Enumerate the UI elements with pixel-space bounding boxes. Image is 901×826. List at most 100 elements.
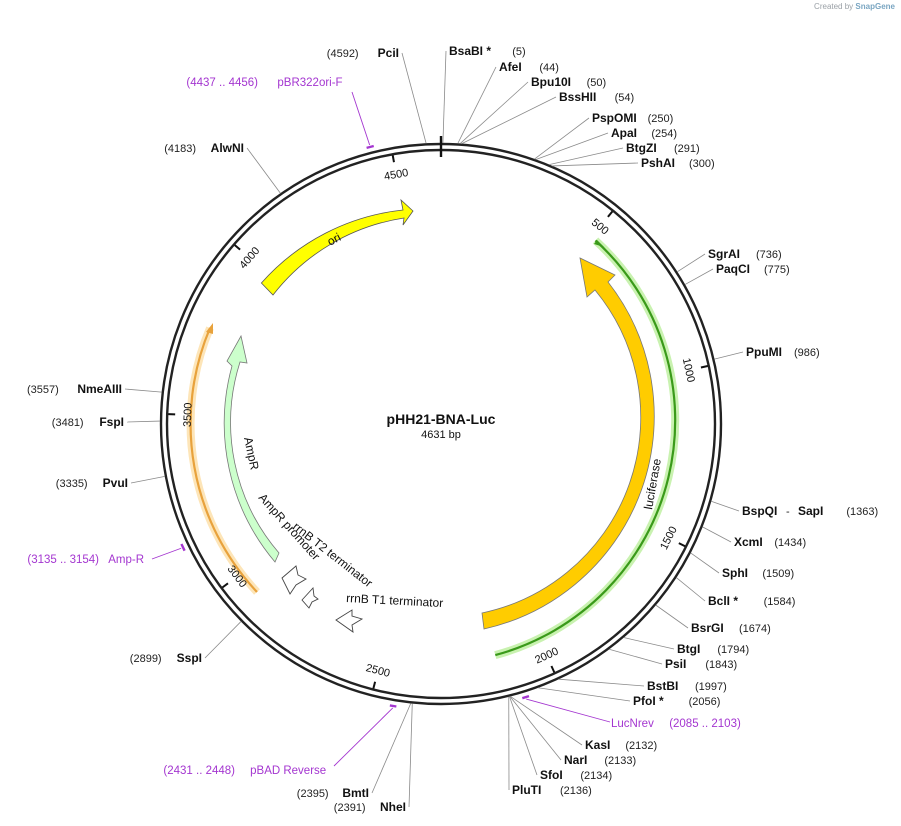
site-kasi[interactable]: KasI (2132)	[510, 696, 657, 752]
primer-range: (2431 .. 2448)	[163, 765, 235, 777]
site-leader-line	[684, 268, 714, 285]
site-name: NheI	[380, 800, 406, 814]
site-position: (2899)	[130, 653, 162, 665]
site-bcli[interactable]: BclI *(1584)	[676, 577, 796, 608]
luciferase-orf-arrowhead	[594, 240, 604, 247]
ampr-label: AmpR	[241, 436, 262, 472]
site-name: AfeI	[499, 60, 522, 74]
site-btgzi[interactable]: BtgZI(291)	[548, 141, 700, 166]
site-bmti[interactable]: BmtI(2395)	[297, 703, 412, 800]
site-leader-line	[690, 552, 720, 574]
primer-lucnrev[interactable]: LucNrev (2085 .. 2103)	[521, 694, 741, 730]
site-position: (300)	[689, 158, 715, 170]
site-pshai[interactable]: PshAI (300)	[552, 156, 715, 170]
site-name: XcmI	[734, 535, 763, 549]
rrnb-t1-terminator-label: rrnB T1 terminator	[346, 591, 444, 610]
site-sfoi[interactable]: SfoI(2134)	[509, 696, 612, 782]
primer-name: pBR322ori-F	[277, 77, 342, 89]
ampr-promoter-label: AmpR promoter	[256, 491, 323, 563]
tick-label: 3500	[182, 402, 195, 427]
primer-pbadreverse[interactable]: pBAD Reverse(2431 .. 2448)	[163, 704, 397, 777]
tick-label: 2500	[364, 662, 391, 680]
site-position: (1794)	[717, 644, 749, 656]
site-name: PaqCI	[716, 262, 750, 276]
site-name: SgrAI	[708, 247, 740, 261]
ori-label: ori	[325, 230, 343, 249]
site-position: (2391)	[334, 802, 366, 814]
site-position: (1584)	[764, 596, 796, 608]
site-pspomi[interactable]: PspOMI(250)	[534, 111, 673, 160]
site-bsabi[interactable]: BsaBI * (5)	[442, 44, 526, 144]
site-position: (44)	[539, 62, 559, 74]
site-name: BsaBI *	[449, 44, 491, 58]
site-pvui[interactable]: PvuI (3335)	[56, 476, 166, 490]
site-alwni[interactable]: AlwNI(4183)	[164, 141, 281, 194]
site-position: (2132)	[625, 740, 657, 752]
tick-label: 3000	[225, 563, 249, 590]
tick-mark	[607, 210, 614, 218]
site-leader-line	[510, 696, 583, 746]
site-leader-line	[548, 147, 624, 166]
site-leader-line	[124, 388, 162, 393]
site-btgi[interactable]: BtgI(1794)	[623, 637, 750, 656]
site-nari[interactable]: NarI(2133)	[509, 696, 636, 767]
site-bpu10i[interactable]: Bpu10I(50)	[459, 75, 606, 144]
ori-feature	[260, 198, 414, 296]
primer-mark	[366, 144, 375, 150]
tick-mark	[221, 582, 229, 589]
site-position: (3335)	[56, 478, 88, 490]
primer-annotations: pBR322ori-F(4437 .. 4456) Amp-R(3135 .. 3…	[27, 77, 741, 777]
site-apai[interactable]: ApaI(254)	[535, 126, 677, 160]
site-pcii[interactable]: PciI(4592)	[327, 46, 427, 144]
site-ppumi[interactable]: PpuMI(986)	[714, 345, 820, 360]
site-bstbi[interactable]: BstBI(1997)	[558, 678, 727, 693]
site-sspi[interactable]: SspI (2899)	[130, 621, 242, 665]
site-position: (2133)	[604, 755, 636, 767]
site-psii[interactable]: PsiI(1843)	[608, 648, 737, 671]
site-pfoi[interactable]: PfoI *(2056)	[537, 687, 720, 708]
site-position: (54)	[615, 92, 635, 104]
primer-range: (2085 .. 2103)	[669, 718, 741, 730]
site-name: SspI	[177, 651, 202, 665]
site-leader-line	[401, 52, 427, 144]
primer-pbr322orif[interactable]: pBR322ori-F(4437 .. 4456)	[186, 77, 375, 150]
site-afei[interactable]: AfeI (44)	[457, 60, 559, 144]
site-leader-line	[714, 351, 744, 360]
tick-label: 500	[589, 217, 611, 238]
site-nhei[interactable]: NheI (2391)	[334, 703, 413, 814]
site-leader-line	[676, 577, 706, 602]
site-leader-line	[677, 253, 706, 273]
site-name: PshAI	[641, 156, 675, 170]
site-fspi[interactable]: FspI(3481)	[52, 415, 161, 429]
site-name: BtgZI	[626, 141, 657, 155]
site-name: BspQI	[742, 504, 777, 518]
site-position: (2134)	[580, 770, 612, 782]
site-nmeaiii[interactable]: NmeAIII(3557)	[27, 382, 162, 396]
site-name: BssHII	[559, 90, 596, 104]
site-sphi[interactable]: SphI(1509)	[690, 552, 795, 580]
site-name: PfoI *	[633, 694, 664, 708]
site-xcmi[interactable]: XcmI(1434)	[702, 526, 806, 549]
primer-ampr[interactable]: Amp-R(3135 .. 3154)	[27, 543, 186, 566]
ampr-orf-arrowhead	[206, 323, 213, 334]
primer-name: LucNrev	[611, 718, 654, 730]
site-position: (5)	[512, 46, 525, 58]
site-leader-line	[702, 526, 732, 543]
site-bsshii[interactable]: BssHII (54)	[461, 90, 635, 145]
site-leader-line	[442, 50, 447, 144]
site-leader-line	[535, 132, 609, 160]
rrnb-t1-terminator-feature	[335, 609, 364, 633]
site-position: (254)	[651, 128, 677, 140]
site-paqci[interactable]: PaqCI(775)	[684, 262, 790, 285]
tick-mark	[234, 244, 241, 251]
site-bsrgi[interactable]: BsrGI(1674)	[655, 604, 771, 635]
site-pluti[interactable]: PluTI(2136)	[508, 696, 592, 797]
site-name: PvuI	[103, 476, 128, 490]
ampr-feature	[223, 334, 280, 563]
site-bspqi[interactable]: BspQI-SapI(1363)	[711, 500, 878, 518]
site-leader-line	[371, 703, 412, 794]
site-name: KasI	[585, 738, 610, 752]
site-sgrai[interactable]: SgrAI(736)	[677, 247, 782, 273]
